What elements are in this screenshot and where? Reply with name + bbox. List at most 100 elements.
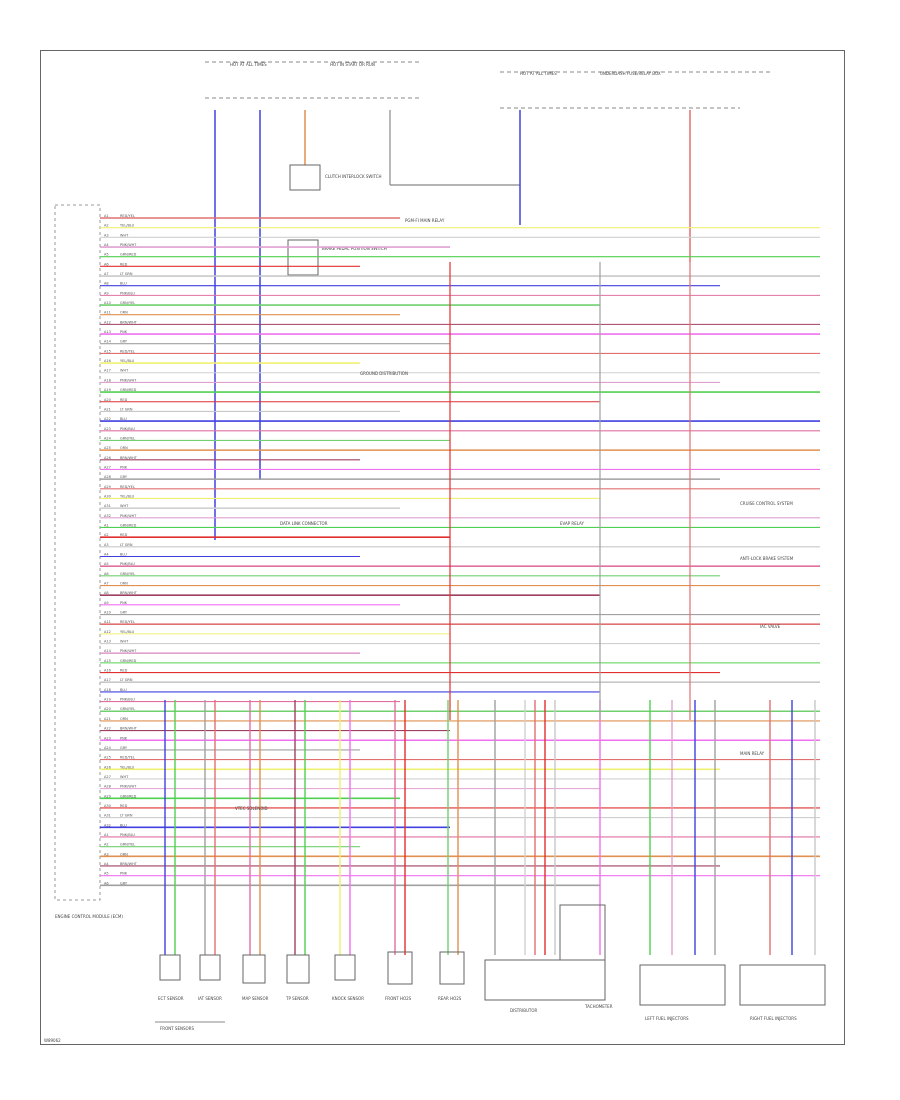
wire-color-label: LT GRN	[120, 272, 133, 276]
pin-label: A32	[104, 823, 111, 827]
wire-color-label: PNK	[120, 330, 128, 334]
wire-color-label: PNK/WHT	[120, 649, 137, 653]
tp-sensor-label: TP SENSOR	[285, 996, 309, 1001]
wire-color-label: YEL/BLU	[120, 494, 135, 498]
pin-label: A10	[104, 611, 111, 615]
pin-label: A23	[104, 427, 111, 431]
pin-label: A22	[104, 727, 111, 731]
pin-label: A5	[104, 562, 109, 566]
wire-color-label: PNK	[120, 736, 128, 740]
wire-color-label: RED/YEL	[120, 349, 135, 353]
wire-color-label: WHT	[120, 775, 129, 779]
wire-color-label: BLU	[120, 688, 127, 692]
ho2s-front-label: FRONT HO2S	[385, 996, 412, 1001]
wire-color-label: WHT	[120, 369, 129, 373]
wire-color-label: YEL/BLU	[120, 765, 135, 769]
pin-label: A1	[104, 214, 109, 218]
wire-color-label: RED/YEL	[120, 485, 135, 489]
wire-color-label: BRN/WHT	[120, 456, 138, 460]
wire-color-label: LT GRN	[120, 407, 133, 411]
pin-label: A24	[104, 436, 112, 440]
pin-label: A8	[104, 591, 109, 595]
diagram-frame	[40, 50, 845, 1045]
pin-label: A20	[104, 398, 111, 402]
pin-label: A23	[104, 736, 111, 740]
wire-color-label: GRN/RED	[120, 388, 137, 392]
pin-label: A19	[104, 698, 111, 702]
pin-label: A29	[104, 485, 111, 489]
wire-color-label: PNK/BLU	[120, 291, 135, 295]
wire-color-label: PNK/BLU	[120, 833, 135, 837]
pin-label: A6	[104, 881, 109, 885]
pin-label: A27	[104, 465, 111, 469]
wire-color-label: LT GRN	[120, 543, 133, 547]
left-injectors-label: LEFT FUEL INJECTORS	[645, 1016, 689, 1021]
wire-color-label: YEL/BLU	[120, 224, 135, 228]
pin-label: A12	[104, 630, 111, 634]
pin-label: A19	[104, 388, 111, 392]
brake-switch-label: BRAKE PEDAL POSITION SWITCH	[322, 246, 387, 251]
wire-color-label: YEL/BLU	[120, 359, 135, 363]
wire-color-label: RED	[120, 262, 128, 266]
pin-label: A4	[104, 243, 109, 247]
wire-color-label: GRN/YEL	[120, 301, 135, 305]
pin-label: A4	[104, 862, 109, 866]
wire-color-label: LT GRN	[120, 678, 133, 682]
wire-color-label: PNK/BLU	[120, 427, 135, 431]
wire-color-label: GRN/YEL	[120, 436, 135, 440]
wire-color-label: RED/YEL	[120, 756, 135, 760]
wire-color-label: BLU	[120, 282, 127, 286]
wire-color-label: YEL/BLU	[120, 630, 135, 634]
wire-color-label: PNK	[120, 465, 128, 469]
ho2s-rear-label: REAR HO2S	[438, 996, 462, 1001]
wire-color-label: GRN/YEL	[120, 843, 135, 847]
vtec-sol-label: VTEC SOLENOID	[235, 806, 268, 811]
pin-label: A7	[104, 272, 109, 276]
engine-ctrl-label: PGM-FI MAIN RELAY	[405, 218, 445, 223]
wire-color-label: BRN/WHT	[120, 727, 138, 731]
pin-label: A7	[104, 582, 109, 586]
ect-sensor-label: ECT SENSOR	[158, 996, 184, 1001]
wire-color-label: RED/YEL	[120, 620, 135, 624]
pin-label: A2	[104, 533, 109, 537]
wire-color-label: BRN/WHT	[120, 320, 138, 324]
clutch-switch-label: CLUTCH INTERLOCK SWITCH	[325, 174, 382, 179]
pin-label: A24	[104, 746, 112, 750]
wire-color-label: BLU	[120, 553, 127, 557]
pin-label: A5	[104, 253, 109, 257]
front-sensors-group: FRONT SENSORS ECT SENSOR IAT SENSOR MAP …	[155, 951, 465, 1031]
pin-label: A13	[104, 640, 111, 644]
pin-label: A21	[104, 407, 111, 411]
pin-label: A26	[104, 456, 111, 460]
right-injectors-box	[739, 964, 826, 1006]
main-relay-label: MAIN RELAY	[740, 751, 765, 756]
pin-label: A3	[104, 233, 109, 237]
tachometer-label: TACHOMETER	[584, 1004, 613, 1009]
wire-color-label: GRN/RED	[120, 253, 137, 257]
wire-color-label: PNK/WHT	[120, 378, 137, 382]
wire-color-label: PNK/BLU	[120, 562, 135, 566]
underdash-fuse-label: UNDERDASH FUSE/RELAY BOX	[600, 71, 661, 76]
pin-label: A26	[104, 765, 111, 769]
iat-sensor-label: IAT SENSOR	[198, 996, 222, 1001]
pin-label: A5	[104, 872, 109, 876]
pin-label: A20	[104, 707, 111, 711]
pin-label: A25	[104, 446, 111, 450]
pin-label: A1	[104, 833, 109, 837]
pin-label: A9	[104, 601, 109, 605]
wire-color-label: GRY	[120, 881, 128, 885]
wire-color-label: RED	[120, 398, 128, 402]
distributor-box	[484, 959, 606, 1001]
wire-color-label: LT GRN	[120, 814, 133, 818]
clutch-switch-box	[289, 164, 321, 191]
pin-label: A15	[104, 659, 111, 663]
pin-label: A14	[104, 649, 112, 653]
wire-color-label: GRN/RED	[120, 794, 137, 798]
wire-color-label: GRN/RED	[120, 659, 137, 663]
pin-label: A11	[104, 620, 111, 624]
wire-color-label: ORN	[120, 311, 128, 315]
evap-relay-label: EVAP RELAY	[560, 521, 584, 526]
pin-label: A31	[104, 814, 111, 818]
page-id: W89062	[44, 1038, 61, 1043]
